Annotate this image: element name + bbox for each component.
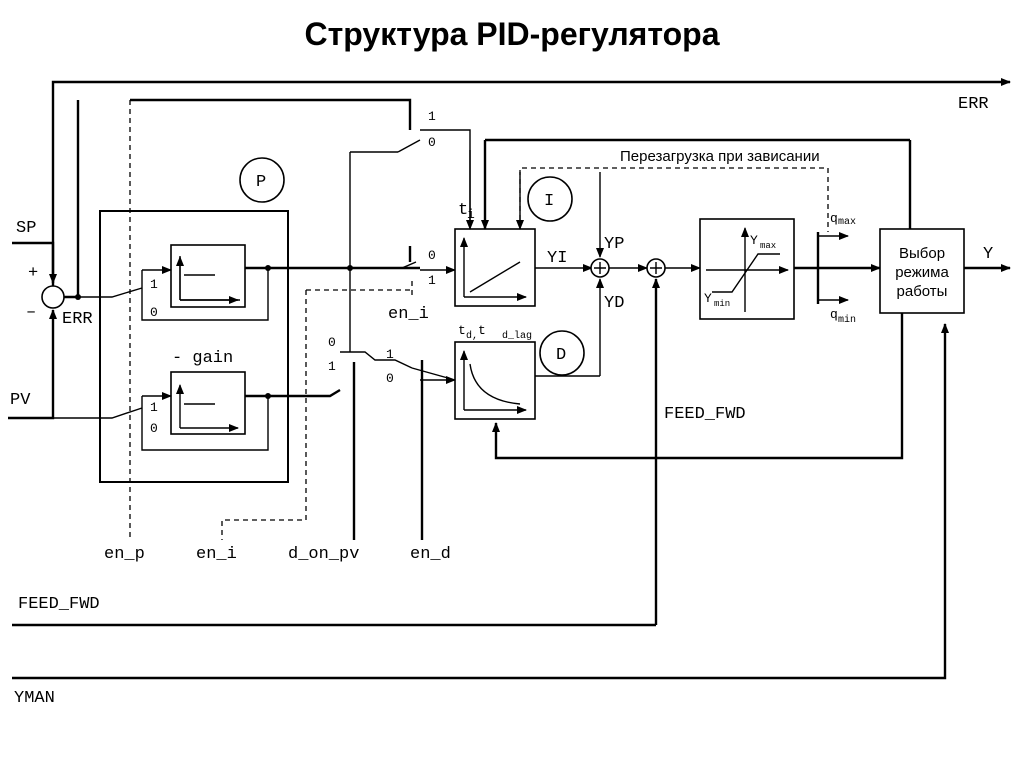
sw-top-1: 1 [428,109,436,124]
p-circle [239,157,285,203]
y-output-label: Y [983,245,993,264]
en-d-label: en_d [410,545,451,564]
sw-dpv-1: 1 [328,359,336,374]
err-output-line: ERR [51,82,1010,290]
gain-block [170,371,246,435]
yp-label: YP [604,235,624,254]
error-sum-junction [41,285,65,309]
qmin-label: q [830,307,838,322]
d-circle-label: D [556,346,566,365]
derivative-block [454,341,536,420]
yman-label: YMAN [14,689,55,708]
i-circle-label: I [544,192,554,211]
sw-top-0: 0 [428,135,436,150]
p-gain-block [170,244,246,308]
qmin-sub: min [838,314,856,326]
qmax-label: q [830,211,838,226]
p-switch-1 [78,287,143,298]
mode-select-block [879,228,965,314]
qmax-sub: max [838,217,856,228]
p-frame [99,210,289,483]
mode-select-line1: Выбор [899,245,945,262]
sw-i-1: 1 [428,273,436,288]
i-switch [350,261,417,269]
td-lag-label: t [478,323,486,338]
en-i-mid-label: en_i [388,305,429,324]
ymax-label: Y [750,233,758,248]
d-on-pv-label: d_on_pv [288,545,359,564]
en-i-control [221,278,413,540]
td-lag-sub: d_lag [502,330,532,342]
gain-switch-0-label: 0 [150,421,158,436]
integral-block [454,228,536,307]
yi-label: YI [547,249,567,268]
p-switch-1-label: 1 [150,277,158,292]
feed-fwd-mid-label: FEED_FWD [664,405,746,424]
sp-label: SP [16,219,36,238]
sw-d-1: 1 [386,347,394,362]
page-title: Структура PID-регулятора [304,16,720,52]
gain-switch [53,407,143,419]
gain-label: - gain [172,349,233,368]
err-branch [64,100,80,299]
sw-dpv-0: 0 [328,335,336,350]
minus-sign: – [26,303,36,322]
mode-select-line2: режима [895,264,949,281]
i-circle [527,176,573,222]
ti-label: t [458,201,468,220]
d-circle [539,330,585,376]
en-p-label: en_p [104,545,145,564]
pv-input: PV [8,309,57,420]
ymax-sub: max [760,241,776,251]
plus-sign: + [28,264,38,283]
err-output-label: ERR [958,95,989,114]
overload-label: Перезагрузка при зависании [620,148,820,165]
td-sub: d, [466,330,478,342]
mode-select-line3: работы [897,283,948,300]
yd-label: YD [604,294,624,313]
gain-switch-1-label: 1 [150,400,158,415]
ymin-label: Y [704,291,712,306]
pv-label: PV [10,391,31,410]
sw-d-0: 0 [386,371,394,386]
sp-input: SP + – [12,219,57,322]
p-switch-0-label: 0 [150,305,158,320]
ymin-sub: min [714,299,730,309]
err-sum-label: ERR [62,310,93,329]
p-circle-label: P [256,173,266,192]
sw-i-0: 0 [428,248,436,263]
td-label: t [458,323,466,338]
feed-fwd-in-label: FEED_FWD [18,595,100,614]
ti-sub: i [467,207,475,222]
d-on-pv-switch [340,351,413,369]
en-i-label: en_i [196,545,237,564]
